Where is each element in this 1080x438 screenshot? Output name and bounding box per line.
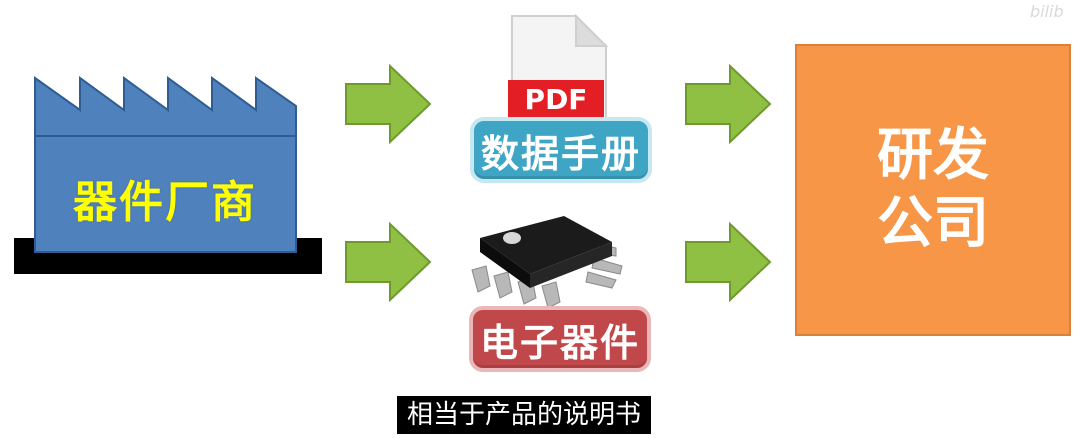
watermark: bilib — [1030, 2, 1064, 21]
ic-chip-icon — [471, 216, 623, 309]
factory-wall — [34, 135, 297, 253]
company-label-line1: 研发 — [877, 122, 989, 188]
rd-company-box: 研发 公司 — [795, 44, 1071, 336]
datasheet-label: 数据手册 — [470, 117, 652, 183]
pdf-label: PDF — [525, 83, 588, 116]
arrow-right-icon — [685, 222, 772, 302]
factory-roof — [34, 76, 297, 139]
component-label: 电子器件 — [469, 306, 651, 372]
arrow-right-icon — [345, 64, 432, 144]
factory-icon — [14, 76, 322, 274]
factory-label: 器件厂商 — [73, 177, 257, 228]
arrow-right-icon — [345, 222, 432, 302]
company-label-line2: 公司 — [877, 191, 989, 256]
pdf-document-icon: PDF — [508, 14, 609, 121]
arrow-right-icon — [685, 64, 772, 144]
video-subtitle: 相当于产品的说明书 — [397, 396, 652, 434]
